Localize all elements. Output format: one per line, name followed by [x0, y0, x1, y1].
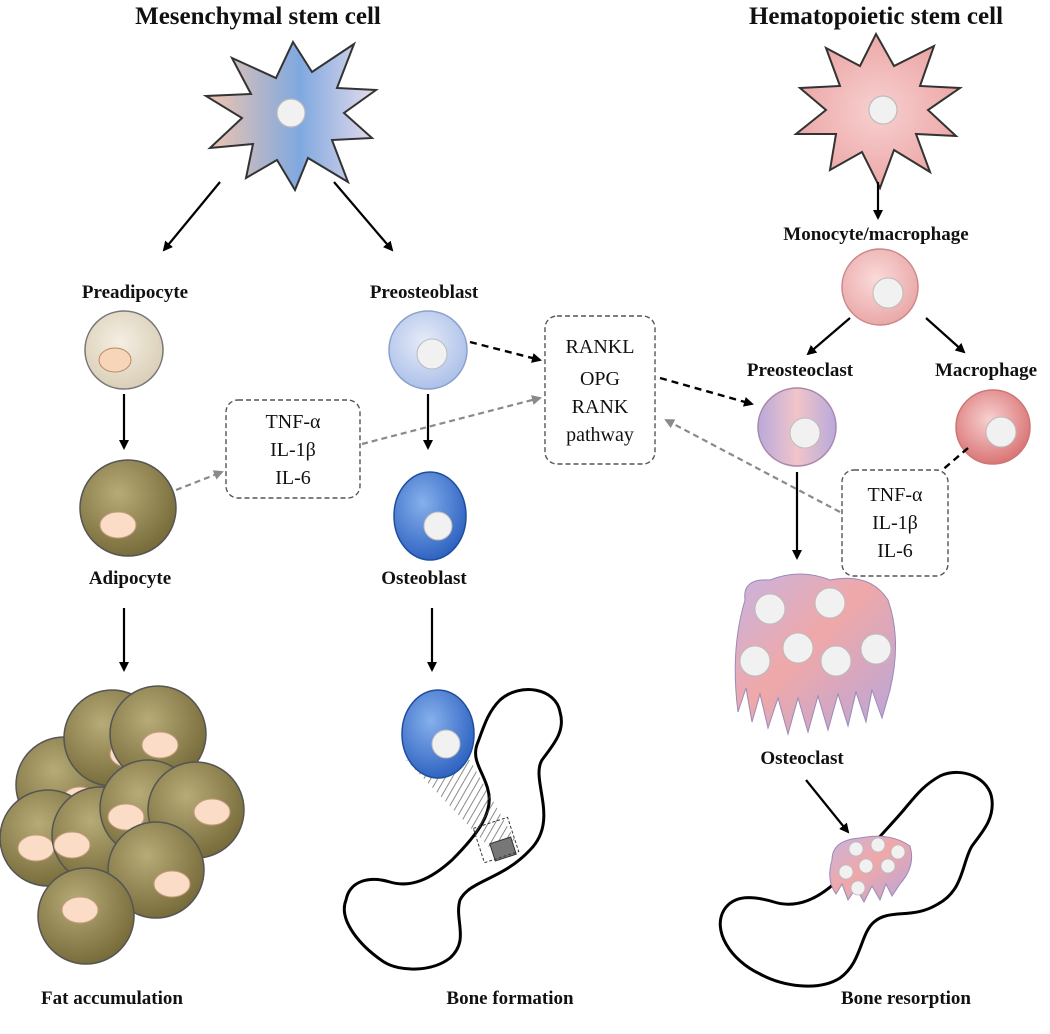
resorbing-osteoclast-icon: [829, 835, 913, 904]
mesenchymal-stem-cell-icon: [202, 39, 379, 193]
pathway-line-2: OPG: [580, 368, 620, 390]
arrow-monocyte-to-preosteoclast: [806, 317, 851, 356]
bone-resorption-icon: [718, 770, 994, 988]
label-preadipocyte: Preadipocyte: [82, 282, 188, 303]
pathway-line-3: RANK: [572, 396, 629, 418]
bone-formation-icon: [342, 688, 563, 971]
arrow-cytokines-to-pathway: [361, 395, 542, 446]
preadipocyte-icon: [84, 310, 164, 390]
label-macrophage: Macrophage: [935, 360, 1037, 381]
osteoblast-icon: [393, 471, 467, 561]
pathway-line-4: pathway: [566, 424, 634, 446]
arrow-macrophage-to-cytokines: [924, 447, 969, 486]
adipocyte-icon: [79, 459, 177, 557]
preosteoclast-icon: [757, 387, 837, 467]
cytokine-right-line-3: IL-6: [877, 540, 913, 562]
label-fat-accumulation: Fat accumulation: [41, 988, 183, 1009]
label-bone-resorption: Bone resorption: [841, 988, 971, 1009]
cytokine-right-line-2: IL-1β: [872, 512, 918, 534]
arrow-monocyte-to-macrophage: [925, 317, 966, 354]
arrow-cytokines-right-to-pathway: [664, 419, 841, 513]
label-bone-formation: Bone formation: [446, 988, 574, 1009]
cytokine-right-line-1: TNF-α: [868, 484, 923, 506]
cytokine-box-right: TNF-α IL-1β IL-6: [841, 469, 949, 577]
arrow-msc-to-preosteoblast: [333, 181, 394, 252]
heading-mesenchymal-stem-cell: Mesenchymal stem cell: [135, 3, 381, 30]
label-preosteoblast: Preosteoblast: [370, 282, 479, 303]
arrow-pathway-to-preosteoclast: [659, 376, 754, 407]
arrow-preosteoblast-to-pathway: [469, 340, 542, 363]
cytokine-left-line-1: TNF-α: [266, 411, 321, 433]
fat-accumulation-cluster-icon: [0, 685, 245, 965]
label-monocyte-macrophage: Monocyte/macrophage: [783, 224, 968, 245]
preosteoblast-icon: [388, 310, 468, 390]
arrow-osteoclast-to-bone: [805, 779, 850, 834]
cytokine-left-line-3: IL-6: [275, 467, 311, 489]
cytokine-left-line-2: IL-1β: [270, 439, 316, 461]
label-osteoclast: Osteoclast: [760, 748, 844, 769]
cytokine-box-left: TNF-α IL-1β IL-6: [225, 399, 361, 499]
monocyte-macrophage-icon: [841, 248, 919, 326]
rankl-opg-rank-pathway-box: RANKL OPG RANK pathway: [544, 315, 656, 465]
label-preosteoclast: Preosteoclast: [747, 360, 854, 381]
fat-cell: [37, 867, 135, 965]
arrow-msc-to-preadipocyte: [162, 181, 221, 252]
label-osteoblast: Osteoblast: [381, 568, 467, 589]
label-adipocyte: Adipocyte: [89, 568, 171, 589]
osteoclast-icon: [734, 573, 896, 736]
fat-cell: [109, 685, 207, 783]
heading-hematopoietic-stem-cell: Hematopoietic stem cell: [749, 3, 1003, 30]
pathway-line-1: RANKL: [566, 336, 635, 358]
hematopoietic-stem-cell-icon: [793, 31, 964, 191]
fat-cell: [107, 821, 205, 919]
arrow-adipocyte-to-cytokines: [175, 470, 224, 492]
macrophage-icon: [955, 389, 1031, 465]
